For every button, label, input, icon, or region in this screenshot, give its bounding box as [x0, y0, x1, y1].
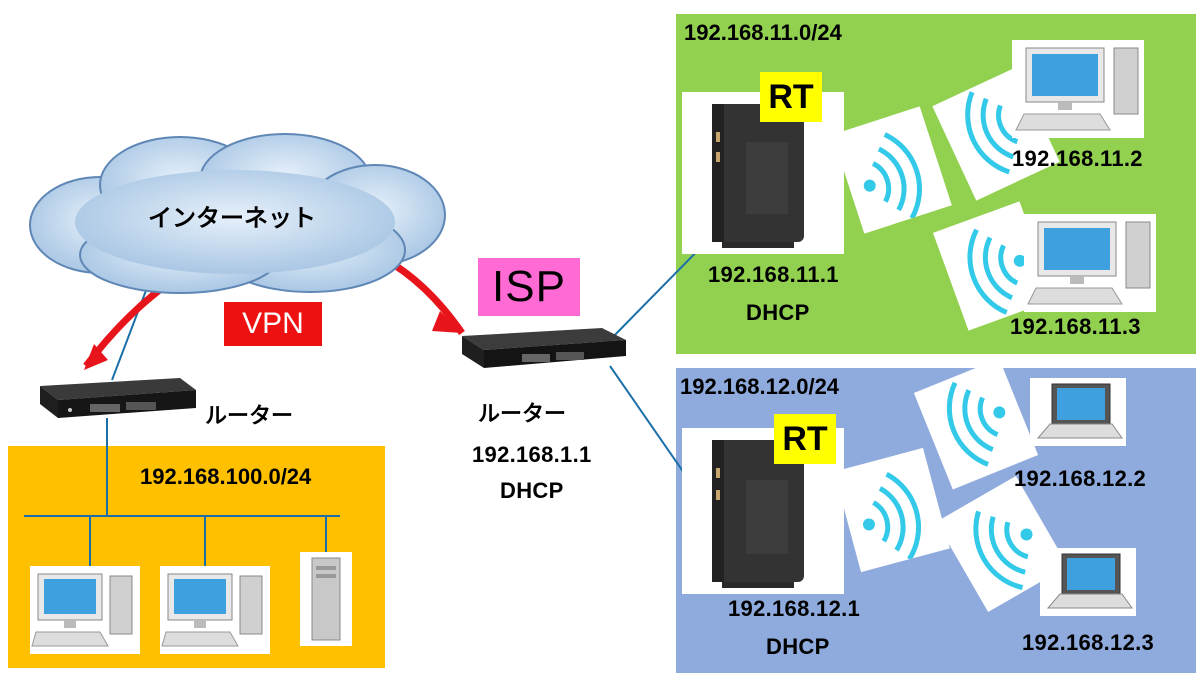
internet-cloud-icon — [29, 133, 446, 294]
isp-router-ip: 192.168.1.1 — [472, 442, 592, 467]
blue-network-subnet: 192.168.12.0/24 — [680, 374, 840, 399]
wifi-signal-blue-pc2-icon — [936, 475, 1068, 613]
router-isp-icon — [462, 328, 626, 368]
vpn-arrowhead-left — [84, 344, 108, 370]
desktop-pc-green-1-icon — [1012, 40, 1144, 138]
rt-blue-service: DHCP — [766, 634, 830, 659]
wifi-signal-blue-pc1-icon — [913, 358, 1039, 490]
internet-label: インターネット — [148, 205, 316, 232]
rt-label-blue: RT — [782, 419, 828, 458]
green-network-subnet: 192.168.11.0/24 — [684, 20, 842, 45]
wifi-router-blue-icon — [682, 428, 844, 594]
desktop-pc-1-icon — [30, 566, 140, 654]
blue-client-1-ip: 192.168.12.2 — [1014, 466, 1147, 491]
rt-blue-ip: 192.168.12.1 — [728, 596, 861, 621]
desktop-pc-2-icon — [160, 566, 270, 654]
rt-green-service: DHCP — [746, 300, 810, 325]
isp-router-service: DHCP — [500, 478, 564, 503]
wifi-signal-blue-router-icon — [834, 447, 950, 573]
wifi-signal-green-router-icon — [832, 106, 952, 234]
isp-badge: ISP — [478, 258, 580, 316]
left-router-label: ルーター — [205, 403, 294, 428]
green-client-1-ip: 192.168.11.2 — [1012, 146, 1143, 171]
blue-client-2-ip: 192.168.12.3 — [1022, 630, 1155, 655]
link-cloud-to-router — [111, 279, 151, 381]
rt-badge-blue: RT — [774, 414, 836, 464]
vpn-arrowhead-right — [432, 311, 462, 333]
desktop-pc-green-2-icon — [1024, 214, 1156, 312]
router-left-icon — [40, 378, 196, 418]
server-icon — [300, 552, 352, 646]
left-network-subnet: 192.168.100.0/24 — [140, 464, 312, 489]
green-client-2-ip: 192.168.11.3 — [1010, 314, 1141, 339]
isp-label: ISP — [492, 262, 566, 311]
vpn-badge: VPN — [224, 302, 322, 346]
vpn-label: VPN — [242, 307, 304, 340]
wifi-signal-green-pc2-icon — [932, 201, 1056, 331]
isp-router-label: ルーター — [478, 401, 567, 426]
laptop-blue-2-icon — [1040, 548, 1136, 616]
laptop-blue-1-icon — [1030, 378, 1126, 446]
rt-badge-green: RT — [760, 72, 822, 122]
rt-green-ip: 192.168.11.1 — [708, 262, 839, 287]
rt-label-green: RT — [768, 77, 814, 116]
